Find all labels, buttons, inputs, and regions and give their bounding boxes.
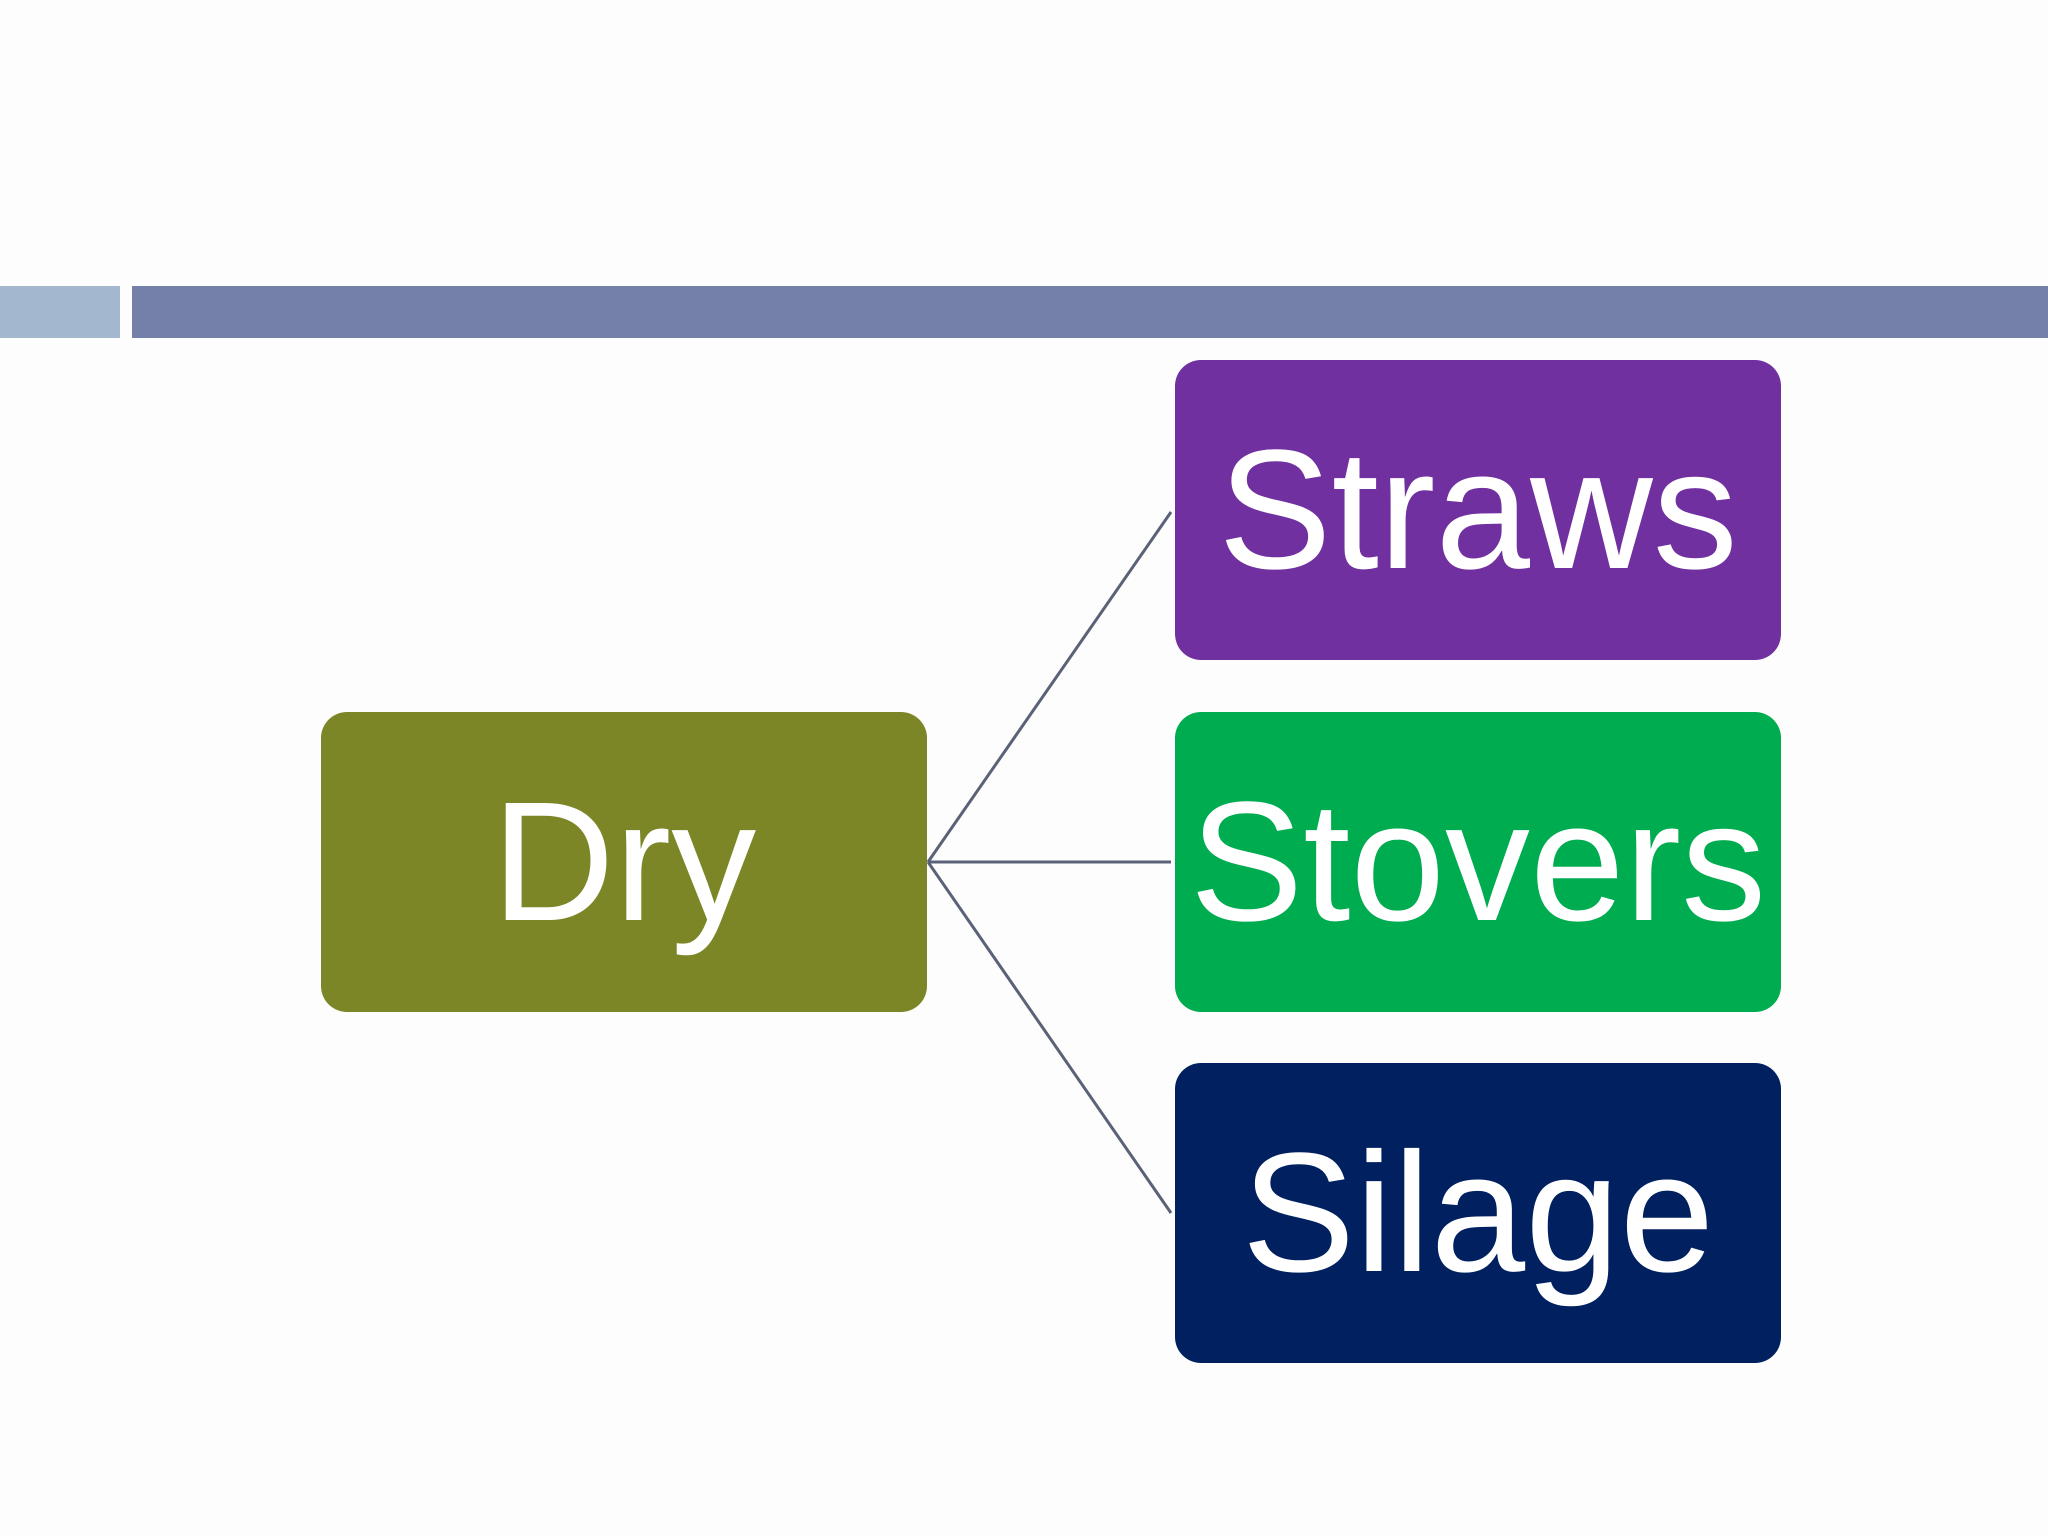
connector-line-silage: [926, 861, 1173, 1214]
node-silage: Silage: [1175, 1063, 1781, 1363]
connector-line-straws: [926, 511, 1173, 863]
header-accent-bar: [132, 286, 2048, 338]
node-label: Dry: [491, 767, 757, 957]
node-label: Silage: [1241, 1118, 1715, 1308]
node-straws: Straws: [1175, 360, 1781, 660]
node-label: Straws: [1218, 415, 1738, 605]
node-label: Stovers: [1189, 767, 1767, 957]
header-accent-bar-left: [0, 286, 120, 338]
node-stovers: Stovers: [1175, 712, 1781, 1012]
node-dry: Dry: [321, 712, 927, 1012]
